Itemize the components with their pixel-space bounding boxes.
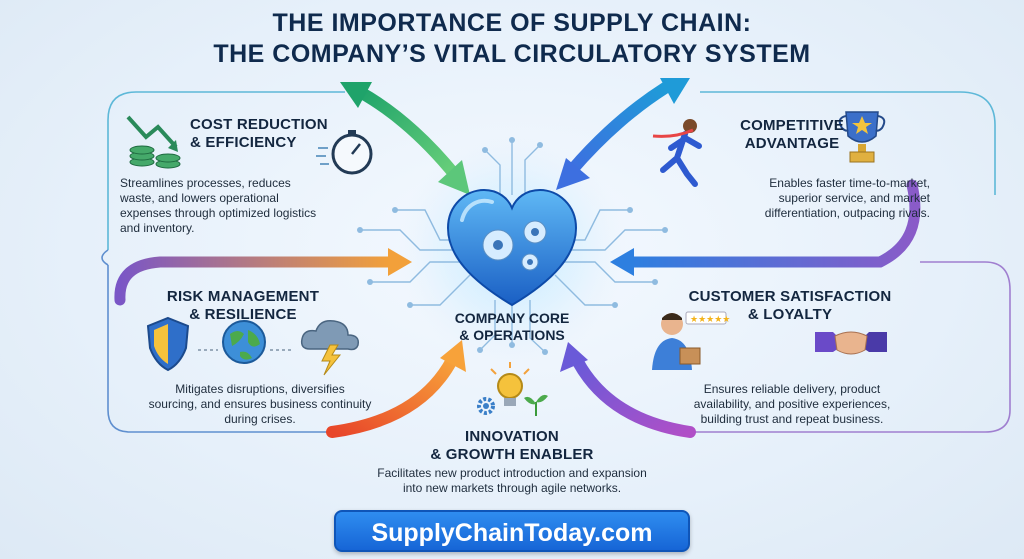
arrow-customer-core: [610, 179, 921, 276]
cost-panel-frame: [107, 91, 345, 250]
trophy-icon: [838, 111, 886, 163]
svg-text:★★★★★: ★★★★★: [690, 315, 730, 325]
stopwatch-icon: [316, 130, 373, 175]
shield-icon: [146, 316, 190, 372]
lightbulb-icon: [490, 362, 530, 406]
arrow-core-customer: [560, 342, 696, 438]
title-line-1: THE IMPORTANCE OF SUPPLY CHAIN:: [272, 9, 752, 37]
competitive-description: Enables faster time-to-market, superior …: [764, 176, 930, 220]
runner-icon: [652, 119, 702, 187]
cost-description: Streamlines processes, reduces waste, an…: [120, 176, 317, 235]
brand-badge[interactable]: SupplyChainToday.com: [334, 510, 690, 552]
risk-heading: RISK MANAGEMENT & RESILIENCE: [166, 288, 320, 323]
title-line-2: THE COMPANY’S VITAL CIRCULATORY SYSTEM: [213, 40, 811, 68]
customer-panel-frame: [690, 261, 1011, 433]
arrow-competitive-core: [556, 78, 690, 190]
core-label: COMPANY CORE & OPERATIONS: [454, 310, 570, 343]
sprout-icon: [524, 394, 548, 416]
arrow-risk-core: [114, 248, 412, 306]
circuit-lines: [360, 140, 665, 353]
gear-icon: [477, 397, 495, 415]
arrow-innovation-core: [326, 340, 466, 438]
risk-description: Mitigates disruptions, diversifies sourc…: [148, 382, 372, 426]
person-package-icon: ★★★★★: [652, 311, 730, 370]
customer-heading: CUSTOMER SATISFACTION & LOYALTY: [688, 288, 892, 323]
competitive-panel-frame: [700, 91, 996, 195]
globe-icon: [222, 320, 266, 364]
innovation-description: Facilitates new product introduction and…: [377, 466, 647, 495]
heart-gears-icon: [446, 188, 578, 307]
competitive-heading: COMPETITIVE ADVANTAGE: [740, 117, 844, 152]
risk-panel-frame: [107, 265, 330, 433]
cost-heading: COST REDUCTION & EFFICIENCY: [190, 116, 328, 151]
storm-cloud-icon: [300, 319, 360, 376]
customer-description: Ensures reliable delivery, product avail…: [693, 382, 891, 426]
arrow-cost-core: [340, 82, 470, 195]
handshake-icon: [815, 331, 887, 355]
coin-stack-icon: [126, 115, 181, 169]
innovation-heading: INNOVATION & GROWTH ENABLER: [430, 428, 594, 463]
